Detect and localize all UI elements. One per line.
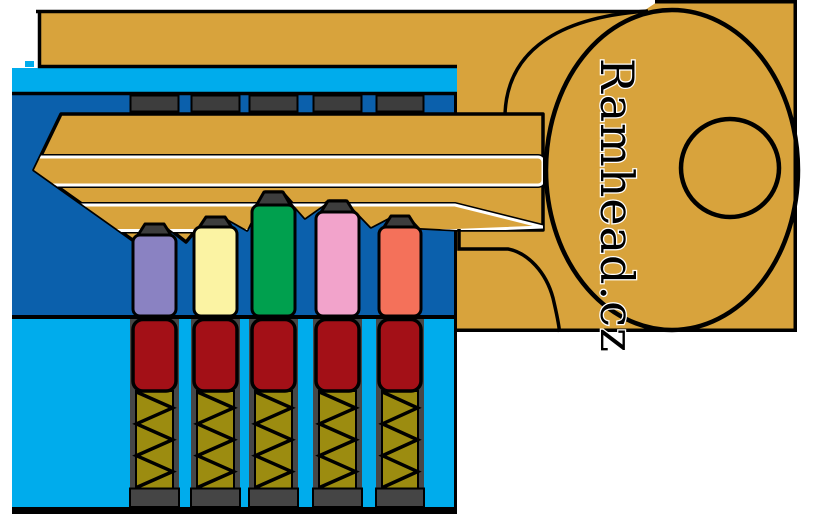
spring-coil-green	[251, 390, 296, 490]
chamber-bottom-caps	[129, 487, 425, 508]
chamber-top-holes	[129, 94, 425, 113]
chamber-top-green	[248, 94, 299, 113]
key-pin-purple	[131, 233, 178, 318]
spring-coil-yellow	[193, 390, 238, 490]
key-pin-salmon	[377, 225, 423, 318]
chamber-cap-purple	[129, 487, 180, 508]
spring-coil-pink	[315, 390, 360, 490]
driver-pin-salmon	[377, 317, 423, 393]
housing-face-cyan-sliver	[25, 61, 34, 67]
spring-coil-purple	[132, 390, 177, 490]
bow-neck-upper-fillet	[503, 9, 649, 115]
chamber-top-yellow	[190, 94, 241, 113]
chamber-cap-salmon	[375, 487, 425, 508]
driver-pin-green	[250, 317, 297, 393]
brand-text: Ramhead.cz	[590, 58, 644, 353]
key-pin-green	[250, 203, 297, 318]
chamber-top-salmon	[375, 94, 425, 113]
chamber-cap-green	[248, 487, 299, 508]
chamber-cap-yellow	[190, 487, 241, 508]
springs	[132, 390, 422, 490]
housing-face-white-block	[12, 7, 36, 65]
spring-coil-salmon	[378, 390, 422, 490]
housing-top-strip	[12, 68, 457, 93]
driver-pins	[131, 317, 423, 393]
bow-circle-outline	[543, 7, 801, 333]
bow-neck-lower-fillet	[457, 229, 562, 333]
key-pin-pink	[314, 210, 361, 318]
key-pin-yellow	[192, 225, 239, 318]
chamber-top-purple	[129, 94, 180, 113]
keyring-hole	[678, 116, 782, 220]
key-pins	[131, 190, 423, 318]
key-spine	[38, 10, 657, 68]
chamber-top-pink	[312, 94, 363, 113]
key-bow	[457, 0, 797, 332]
housing-bottom-outline	[12, 507, 457, 514]
driver-pin-pink	[314, 317, 361, 393]
chamber-cap-pink	[312, 487, 363, 508]
driver-pin-yellow	[192, 317, 239, 393]
groove-upper-highlight	[34, 155, 543, 187]
key-blade-grooves	[34, 154, 543, 234]
driver-pin-purple	[131, 317, 178, 393]
